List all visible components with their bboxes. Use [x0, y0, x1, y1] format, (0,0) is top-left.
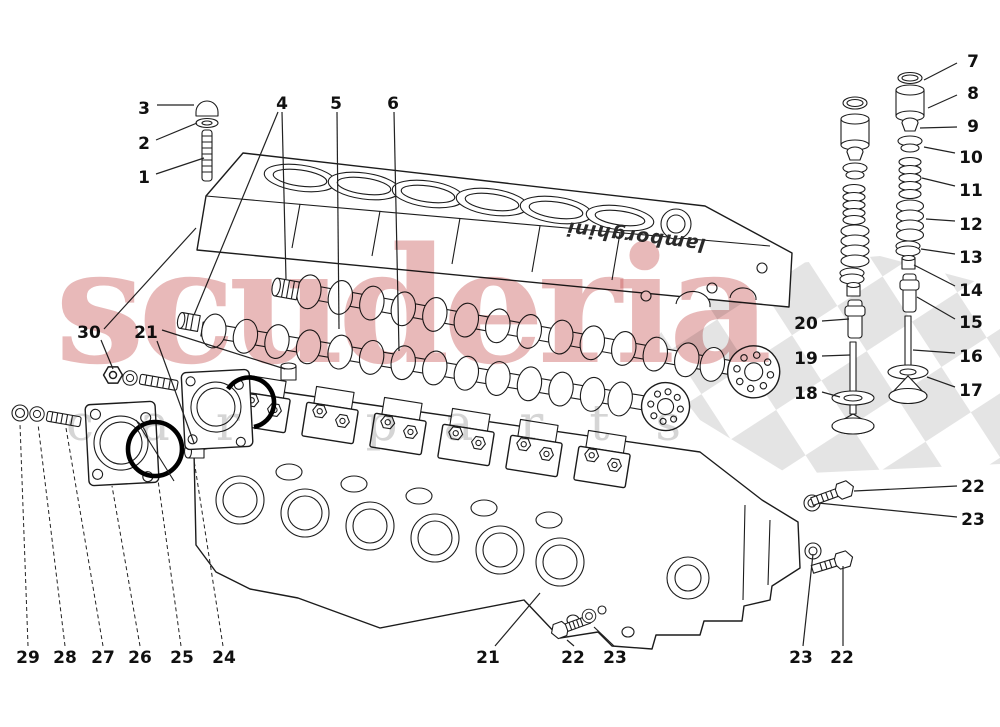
- callout-2-leader: [155, 122, 198, 141]
- intake-camshaft: [293, 272, 781, 399]
- camshafts: [176, 272, 781, 432]
- callout-12-leader: [925, 218, 956, 222]
- callout-16-leader: [912, 349, 956, 354]
- callout-9-label: 9: [967, 117, 979, 137]
- callout-25-label: 25: [170, 648, 194, 668]
- cylinder-bores: [215, 475, 585, 587]
- callout-5-leader: [336, 111, 340, 330]
- o-ring-slash: [135, 419, 175, 482]
- callout-30-label: 30: [77, 323, 101, 343]
- callout-23-label: 23: [789, 648, 813, 668]
- nut-washer-stud-30: [102, 366, 179, 391]
- cylinder-head: [183, 374, 801, 650]
- callout-7-label: 7: [967, 52, 979, 72]
- callout-22-label: 22: [830, 648, 854, 668]
- callout-21-leader: [494, 592, 541, 647]
- callout-4-leader: [281, 111, 287, 280]
- callout-14-leader: [913, 264, 956, 287]
- callout-30-leader: [100, 339, 114, 370]
- callout-3-label: 3: [138, 99, 150, 119]
- callout-22-leader: [853, 485, 958, 492]
- callout-9-leader: [919, 126, 958, 129]
- callout-20-label: 20: [794, 314, 818, 334]
- callout-17-label: 17: [959, 381, 983, 401]
- exhaust-valve: [887, 315, 929, 405]
- callout-23-label: 23: [961, 510, 985, 530]
- callout-19-label: 19: [794, 349, 818, 369]
- half-circle-seal: [226, 375, 277, 430]
- callout-25-leader: [157, 479, 182, 647]
- callout-28-label: 28: [53, 648, 77, 668]
- stud: [201, 129, 213, 182]
- callout-16-label: 16: [959, 347, 983, 367]
- side-bolts-22-23: [803, 480, 854, 574]
- callout-14-label: 14: [959, 281, 983, 301]
- callout-27-label: 27: [91, 648, 115, 668]
- callout-12-label: 12: [959, 215, 983, 235]
- callout-19-leader: [821, 354, 851, 357]
- rear-cover-plate: [180, 368, 254, 451]
- callout-11-leader: [921, 177, 956, 187]
- exhaust-valve-stack: [887, 71, 929, 405]
- valve-cover: lamborghini: [196, 152, 793, 308]
- callout-6-label: 6: [387, 94, 399, 114]
- callout-7-leader: [923, 62, 958, 81]
- callout-15-leader: [916, 296, 956, 320]
- callout-23-leader: [593, 626, 615, 647]
- callout-18-label: 18: [794, 384, 818, 404]
- callout-27-leader: [65, 427, 104, 647]
- callout-10-leader: [923, 146, 956, 154]
- callout-2-label: 2: [138, 134, 150, 154]
- callout-22-label: 22: [961, 477, 985, 497]
- callout-23-leader: [817, 502, 958, 518]
- callout-1-leader: [155, 157, 205, 175]
- callout-23-leader: [802, 553, 814, 647]
- tappet-part4b: [176, 311, 201, 332]
- tappet-part4: [271, 277, 300, 301]
- callout-21-leader: [156, 340, 195, 444]
- callout-1-label: 1: [138, 168, 150, 188]
- callout-4-leader: [193, 111, 279, 316]
- callout-6-leader: [393, 111, 400, 352]
- intake-valve-stack: [831, 96, 875, 435]
- callout-5-label: 5: [330, 94, 342, 114]
- callout-23-label: 23: [603, 648, 627, 668]
- callout-10-label: 10: [959, 148, 983, 168]
- callout-20-leader: [821, 318, 850, 322]
- callout-29-label: 29: [16, 648, 40, 668]
- callout-13-leader: [920, 248, 956, 255]
- callout-18-leader: [821, 391, 841, 398]
- exhaust-camshaft: [198, 311, 691, 432]
- callout-30-leader: [103, 227, 197, 330]
- callout-15-label: 15: [959, 313, 983, 333]
- callout-13-label: 13: [959, 248, 983, 268]
- stud-kit-1-2-3: [195, 100, 219, 182]
- plug-part21: [280, 362, 297, 381]
- dome-nut: [195, 100, 219, 117]
- intake-valve: [831, 341, 875, 435]
- callout-11-label: 11: [959, 181, 983, 201]
- callout-21-label: 21: [134, 323, 158, 343]
- callout-21-label: 21: [476, 648, 500, 668]
- bolt-washer-stud-27-28-29: [11, 404, 82, 428]
- callout-21-leader: [161, 329, 286, 370]
- callout-22-label: 22: [561, 648, 585, 668]
- callout-17-leader: [926, 376, 956, 388]
- callout-24-leader: [193, 459, 224, 647]
- callout-8-leader: [927, 94, 958, 109]
- callout-24-label: 24: [212, 648, 236, 668]
- callout-8-label: 8: [967, 84, 979, 104]
- o-ring: [125, 419, 185, 479]
- callout-22-leader: [566, 639, 575, 647]
- callout-28-leader: [37, 423, 66, 647]
- callout-26-leader: [111, 485, 141, 647]
- bottom-bolt-22-23: [550, 605, 607, 640]
- callout-26-label: 26: [128, 648, 152, 668]
- callout-29-leader: [19, 423, 29, 647]
- callout-4-label: 4: [276, 94, 288, 114]
- valve-cover-ports: [263, 163, 655, 232]
